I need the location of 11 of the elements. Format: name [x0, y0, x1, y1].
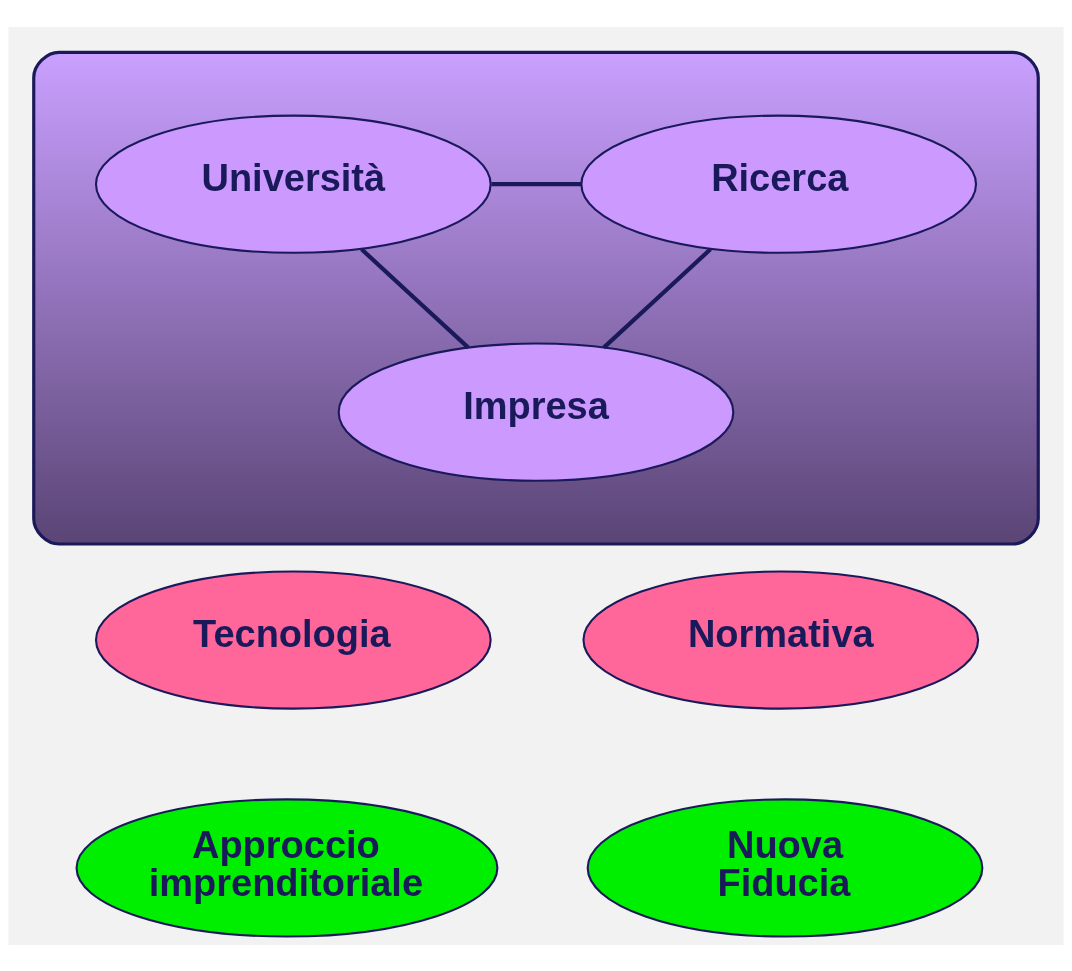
node-ellipse: Normativa: [582, 569, 980, 710]
node-ellipse: Impresa: [337, 342, 735, 482]
cluster: [32, 50, 1040, 546]
node-ellipse: Università: [94, 114, 492, 254]
node-ellipse: Ricerca: [580, 114, 978, 254]
node-ellipse: Approccio imprenditoriale: [75, 797, 499, 938]
connector: [602, 247, 712, 349]
connector: [491, 181, 582, 186]
node-ellipse: Tecnologia: [94, 569, 492, 710]
connector: [360, 247, 470, 349]
node-ellipse: Nuova Fiducia: [586, 797, 984, 938]
